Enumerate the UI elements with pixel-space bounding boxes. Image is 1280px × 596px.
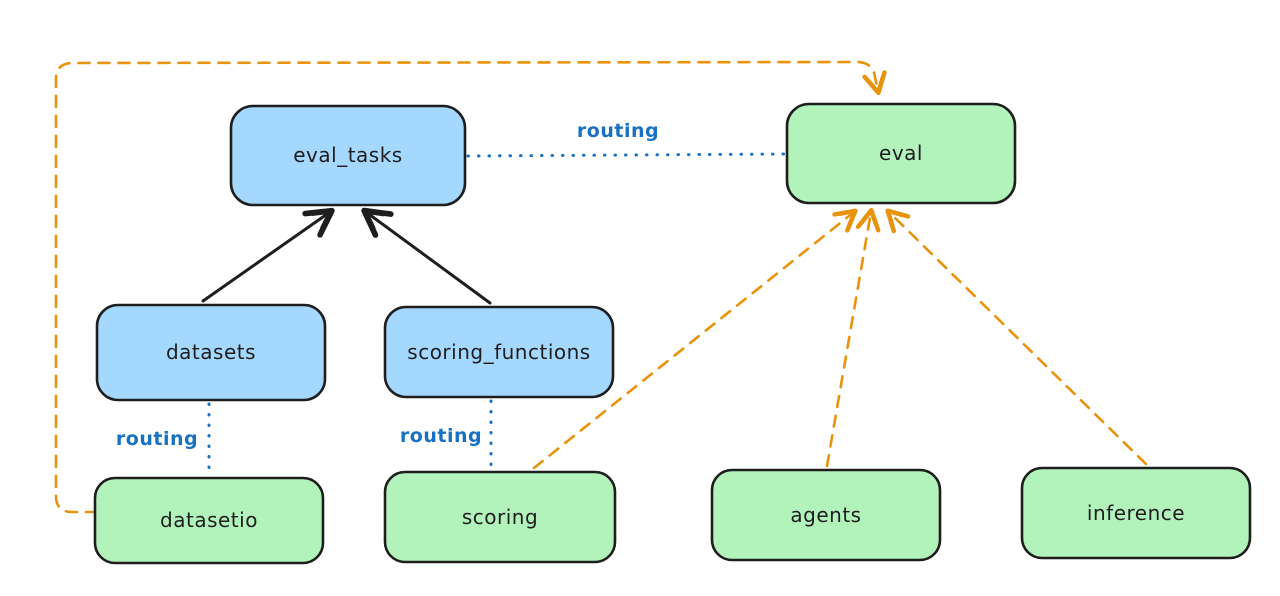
node-inference-label: inference [1087, 501, 1185, 525]
node-eval-box [785, 102, 1017, 205]
edge-label-routing-scoring: routing [400, 425, 482, 447]
node-scoring-functions: scoring_functions [383, 305, 615, 399]
edge-scoring-functions-to-eval-tasks-arrow [361, 207, 492, 305]
edge-datasetio-to-eval-dashed [54, 60, 887, 514]
node-scoring-functions-label: scoring_functions [407, 340, 590, 364]
edge-label-routing-top: routing [577, 120, 659, 142]
node-datasetio: datasetio [93, 476, 325, 565]
edge-datasets-to-eval-tasks-arrow [201, 207, 335, 303]
node-eval: eval [785, 102, 1017, 205]
node-scoring-label: scoring [462, 505, 538, 529]
node-datasets: datasets [95, 303, 327, 402]
node-eval-label: eval [879, 141, 923, 165]
node-scoring-box [383, 470, 617, 564]
node-scoring-functions-box [383, 305, 615, 399]
edge-agents-to-eval-dashed [825, 207, 881, 468]
node-datasets-box [95, 303, 327, 402]
node-inference: inference [1020, 466, 1252, 560]
edge-eval-tasks-to-eval-dotted [466, 152, 786, 158]
node-agents-box [710, 468, 942, 562]
node-scoring: scoring [383, 470, 617, 564]
edge-label-routing-datasets: routing [116, 428, 198, 450]
edge-scoring-to-eval-dashed [532, 208, 858, 470]
node-datasetio-label: datasetio [160, 508, 258, 532]
node-agents-label: agents [790, 503, 861, 527]
node-datasetio-box [93, 476, 325, 565]
node-agents: agents [710, 468, 942, 562]
node-eval-tasks-box [229, 104, 467, 207]
node-eval-tasks-label: eval_tasks [293, 143, 402, 167]
node-inference-box [1020, 466, 1252, 560]
edge-inference-to-eval-dashed [885, 208, 1148, 466]
node-eval-tasks: eval_tasks [229, 104, 467, 207]
node-datasets-label: datasets [166, 340, 256, 364]
